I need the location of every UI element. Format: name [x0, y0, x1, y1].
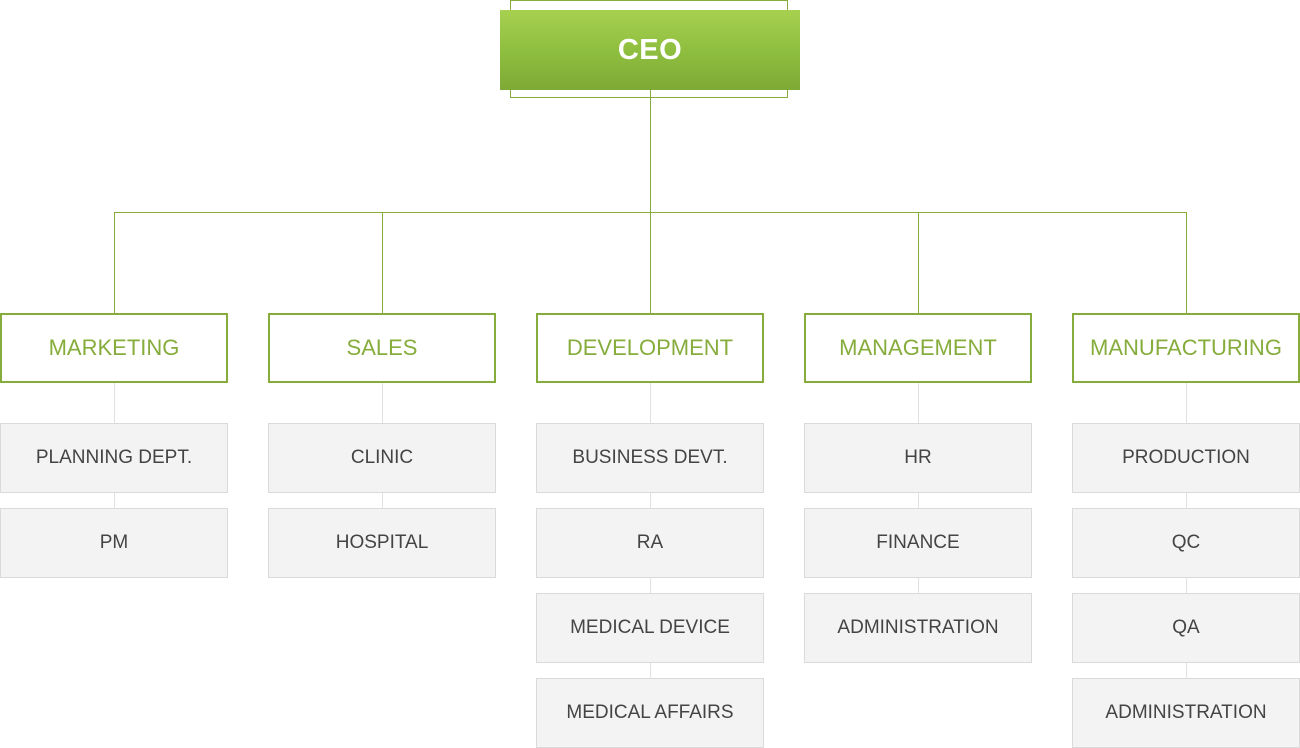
department-box-development[interactable]: DEVELOPMENT [536, 313, 764, 383]
department-box-manufacturing[interactable]: MANUFACTURING [1072, 313, 1300, 383]
department-connector-line [381, 212, 383, 313]
department-box-marketing[interactable]: MARKETING [0, 313, 228, 383]
department-connector-line [1185, 212, 1187, 313]
unit-box[interactable]: CLINIC [268, 423, 496, 493]
department-box-management[interactable]: MANAGEMENT [804, 313, 1032, 383]
unit-box[interactable]: HOSPITAL [268, 508, 496, 578]
ceo-box[interactable]: CEO [500, 10, 800, 90]
unit-box[interactable]: ADMINISTRATION [804, 593, 1032, 663]
unit-box[interactable]: QA [1072, 593, 1300, 663]
unit-box[interactable]: MEDICAL AFFAIRS [536, 678, 764, 748]
unit-box[interactable]: FINANCE [804, 508, 1032, 578]
unit-box[interactable]: HR [804, 423, 1032, 493]
unit-box[interactable]: ADMINISTRATION [1072, 678, 1300, 748]
department-connector-line [917, 212, 919, 313]
unit-box[interactable]: PLANNING DEPT. [0, 423, 228, 493]
department-box-sales[interactable]: SALES [268, 313, 496, 383]
department-connector-line [113, 212, 115, 313]
unit-box[interactable]: MEDICAL DEVICE [536, 593, 764, 663]
unit-box[interactable]: QC [1072, 508, 1300, 578]
department-connector-line [649, 212, 651, 313]
unit-box[interactable]: PRODUCTION [1072, 423, 1300, 493]
unit-box[interactable]: PM [0, 508, 228, 578]
unit-box[interactable]: RA [536, 508, 764, 578]
unit-box[interactable]: BUSINESS DEVT. [536, 423, 764, 493]
ceo-connector-line [649, 90, 651, 212]
